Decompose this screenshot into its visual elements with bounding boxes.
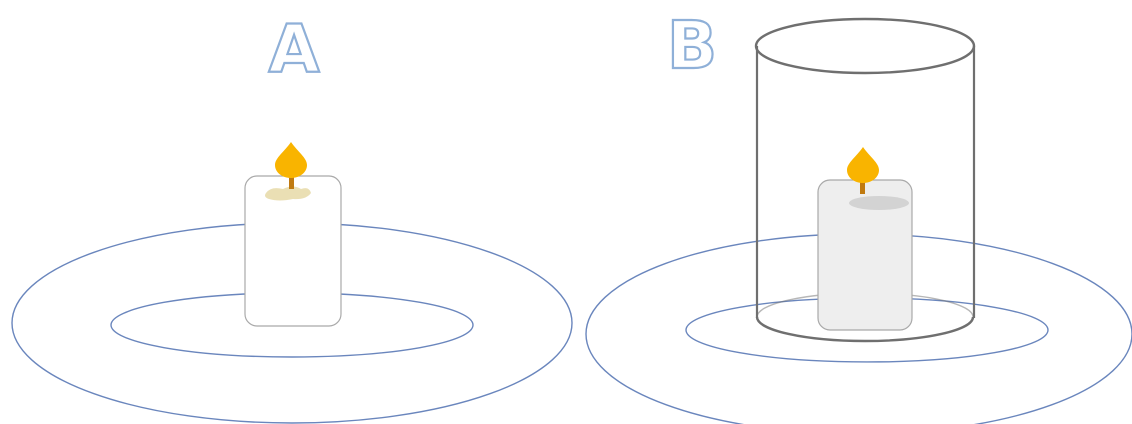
panel-b-label: B: [667, 7, 717, 84]
panel-b-inner-ring-front: [685, 329, 1049, 363]
panel-a: A: [11, 10, 573, 424]
panel-a-label: A: [268, 11, 319, 88]
panel-b-flame-icon: [847, 147, 879, 183]
panel-b: B: [585, 6, 1132, 424]
panel-b-wick: [860, 177, 865, 194]
panel-a-candle-icon: [244, 142, 342, 327]
panel-a-flame-icon: [275, 142, 307, 178]
panel-a-outer-ring-front: [11, 322, 573, 424]
panel-b-outer-ring-front: [585, 333, 1132, 424]
panel-a-inner-ring-front: [110, 324, 474, 358]
panel-b-candle-top-shadow: [849, 196, 909, 210]
panel-a-wick: [289, 172, 294, 189]
panel-b-glass-jar-icon: [754, 17, 976, 343]
panel-a-melted-wax: [265, 186, 311, 201]
panel-b-jar-base-front: [755, 316, 975, 343]
panel-b-jar-top-rim: [754, 17, 976, 75]
panel-b-candle-icon: [817, 147, 913, 331]
